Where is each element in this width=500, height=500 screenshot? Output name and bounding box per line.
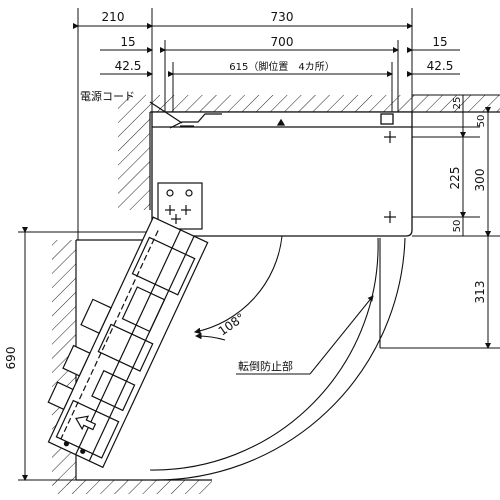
power-cord-label: 電源コード <box>80 89 135 103</box>
back-wall <box>150 95 500 113</box>
angle-label: 108° <box>216 310 248 338</box>
right-dimensions <box>380 94 500 349</box>
floor <box>52 479 212 494</box>
dim-730: 730 <box>271 10 294 24</box>
dim-313: 313 <box>473 281 487 304</box>
dim-615: 615（脚位置 4カ所） <box>229 60 334 73</box>
dim-700: 700 <box>271 35 294 49</box>
dim-42-5-left: 42.5 <box>115 59 142 73</box>
dim-50-bottom: 50 <box>452 220 463 233</box>
left-wall-upper <box>118 95 151 210</box>
dim-300: 300 <box>473 169 487 192</box>
dim-210: 210 <box>102 10 125 24</box>
tip-arc <box>149 235 406 481</box>
dim-225: 225 <box>448 167 462 190</box>
left-dimension <box>18 227 160 481</box>
top-dimensions <box>73 8 460 240</box>
dim-42-5-right: 42.5 <box>427 59 454 73</box>
anti-tip-bracket <box>157 182 203 230</box>
dim-25: 25 <box>452 97 463 110</box>
anti-tip-leader <box>236 295 374 375</box>
anti-tip-label: 転倒防止部 <box>238 359 293 373</box>
foot-markers <box>384 131 396 223</box>
power-cord <box>149 101 222 129</box>
dim-15-left: 15 <box>120 35 135 49</box>
cabinet-body <box>151 111 413 237</box>
dim-50-top: 50 <box>476 115 487 128</box>
dim-15-right: 15 <box>432 35 447 49</box>
tilted-appliance <box>47 216 209 469</box>
dim-690: 690 <box>4 347 18 370</box>
